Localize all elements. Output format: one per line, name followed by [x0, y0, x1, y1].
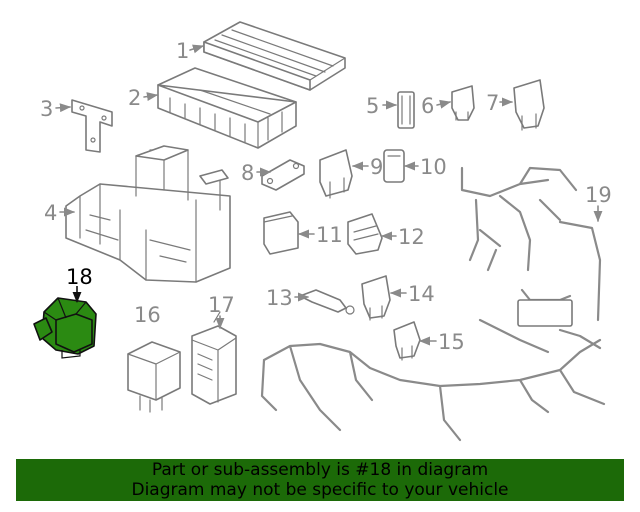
part-8-fusible-link [261, 159, 305, 191]
callout-1: 1 [176, 39, 189, 63]
info-banner: Part or sub-assembly is #18 in diagram D… [16, 459, 624, 501]
parts-diagram: 1 2 3 4 5 6 7 8 9 10 11 12 13 14 15 16 1… [33, 21, 612, 442]
callout-7: 7 [486, 91, 499, 115]
part-2-fuse-relay-box [157, 67, 297, 149]
callout-6: 6 [421, 94, 434, 118]
part-19-wiring-harness [460, 166, 602, 327]
banner-line-1: Part or sub-assembly is #18 in diagram [151, 460, 489, 480]
part-15-fuse [393, 321, 421, 361]
part-4-fuse-box-housing [65, 145, 231, 283]
lower-wiring-harness [260, 318, 606, 442]
callout-11: 11 [316, 223, 343, 247]
callout-14: 14 [408, 282, 435, 306]
part-16-relay-module [127, 341, 181, 413]
callout-8: 8 [241, 161, 254, 185]
callout-5: 5 [366, 94, 379, 118]
part-18-highlighted-relay [33, 297, 97, 359]
callout-15: 15 [438, 330, 465, 354]
part-14-fuse [361, 275, 391, 321]
part-13-fuse-link [299, 289, 355, 315]
part-5-terminal [397, 91, 415, 129]
part-7-maxi-fuse [513, 79, 545, 131]
part-11-relay [263, 211, 299, 255]
banner-line-2: Diagram may not be specific to your vehi… [131, 480, 509, 500]
part-1-fuse-box-cover [203, 21, 346, 91]
leader-arrows [55, 44, 603, 346]
callout-13: 13 [266, 286, 293, 310]
callout-17: 17 [208, 293, 235, 317]
part-10-small-relay [383, 149, 405, 183]
part-9-fuse-holder [319, 149, 353, 199]
part-6-fuse [451, 85, 475, 121]
callout-9: 9 [370, 155, 383, 179]
callout-18: 18 [66, 265, 93, 289]
part-3-bracket [71, 99, 113, 153]
callout-2: 2 [128, 86, 141, 110]
callout-12: 12 [398, 225, 425, 249]
callout-10: 10 [420, 155, 447, 179]
part-12-connector-block [347, 213, 383, 255]
callout-16: 16 [134, 303, 161, 327]
callout-labels: 1 2 3 4 5 6 7 8 9 10 11 12 13 14 15 16 1… [40, 39, 612, 354]
callout-3: 3 [40, 97, 53, 121]
callout-19: 19 [585, 183, 612, 207]
callout-4: 4 [44, 201, 57, 225]
part-17-control-module [191, 311, 237, 405]
